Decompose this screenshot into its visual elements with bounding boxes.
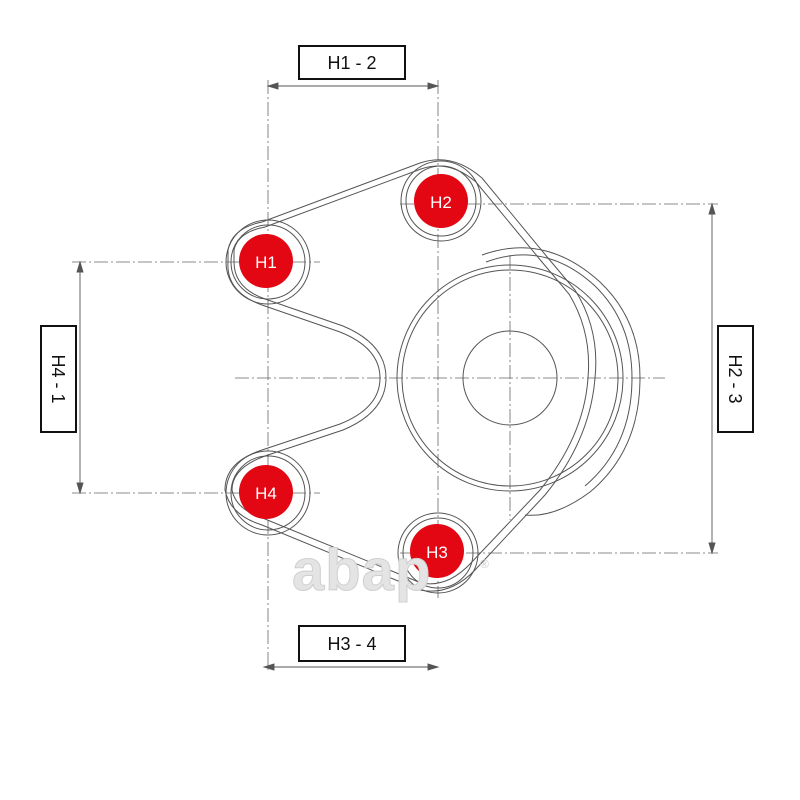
brand-watermark: abap ® <box>292 538 490 604</box>
dim-label-h4-h1-text: H4 - 1 <box>48 354 68 403</box>
dim-label-h3-h4-text: H3 - 4 <box>327 634 376 654</box>
hole-h3: H3 <box>410 524 464 578</box>
hole-h2: H2 <box>414 174 468 228</box>
hole-h4: H4 <box>239 465 293 519</box>
hole-h1: H1 <box>239 234 293 288</box>
dim-label-h2-h3: H2 - 3 <box>717 325 754 433</box>
hole-h1-marker <box>239 234 293 288</box>
dim-label-h4-h1: H4 - 1 <box>40 325 77 433</box>
dim-label-h1-h2: H1 - 2 <box>298 45 406 80</box>
dim-label-h2-h3-text: H2 - 3 <box>725 354 745 403</box>
ball-joint-body <box>224 159 641 594</box>
hole-h3-marker <box>410 524 464 578</box>
dim-label-h3-h4: H3 - 4 <box>298 625 406 662</box>
registered-mark: ® <box>480 557 489 571</box>
hole-h4-label: H4 <box>255 484 277 503</box>
hole-h1-label: H1 <box>255 253 277 272</box>
brand-watermark-text: abap <box>292 538 431 603</box>
dim-label-h1-h2-text: H1 - 2 <box>327 53 376 73</box>
hole-h2-label: H2 <box>430 193 452 212</box>
hole-h4-marker <box>239 465 293 519</box>
hole-h2-marker <box>414 174 468 228</box>
hole-h3-label: H3 <box>426 543 448 562</box>
dimension-lines <box>76 82 716 671</box>
